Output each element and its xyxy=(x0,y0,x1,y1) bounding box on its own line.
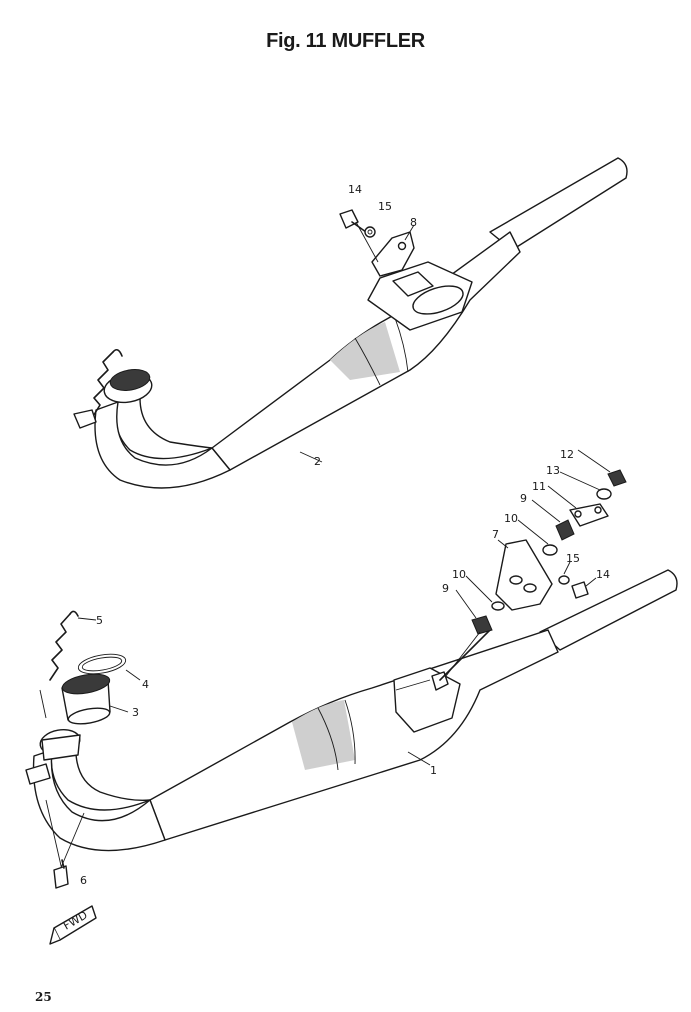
callout-13: 13 xyxy=(546,464,560,477)
callout-15-upper: 15 xyxy=(378,200,392,213)
muffler-assembly-lower xyxy=(25,569,678,852)
fwd-arrow: FWD xyxy=(49,905,97,945)
callout-8: 8 xyxy=(410,216,417,229)
callout-5: 5 xyxy=(96,614,103,627)
callout-9-lower: 9 xyxy=(442,582,449,595)
callout-14-lower: 14 xyxy=(596,568,610,581)
figure-title: Fig. 11 MUFFLER xyxy=(266,30,425,52)
exploded-parts xyxy=(39,449,627,889)
callout-labels: 1 2 3 4 5 6 7 8 9 9 10 10 11 12 13 14 14… xyxy=(80,183,610,887)
callout-6: 6 xyxy=(80,874,87,887)
callout-2: 2 xyxy=(314,455,321,468)
callout-10-upper: 10 xyxy=(504,512,518,525)
callout-15-lower: 15 xyxy=(566,552,580,565)
callout-9-upper: 9 xyxy=(520,492,527,505)
callout-12: 12 xyxy=(560,448,574,461)
muffler-assembly-upper xyxy=(73,157,628,489)
callout-7: 7 xyxy=(492,528,499,541)
callout-4: 4 xyxy=(142,678,149,691)
callout-11: 11 xyxy=(532,480,546,493)
callout-14-upper: 14 xyxy=(348,183,362,196)
callout-1: 1 xyxy=(430,764,437,777)
callout-10-lower: 10 xyxy=(452,568,466,581)
callout-3: 3 xyxy=(132,706,139,719)
page-number: 25 xyxy=(35,990,52,1004)
